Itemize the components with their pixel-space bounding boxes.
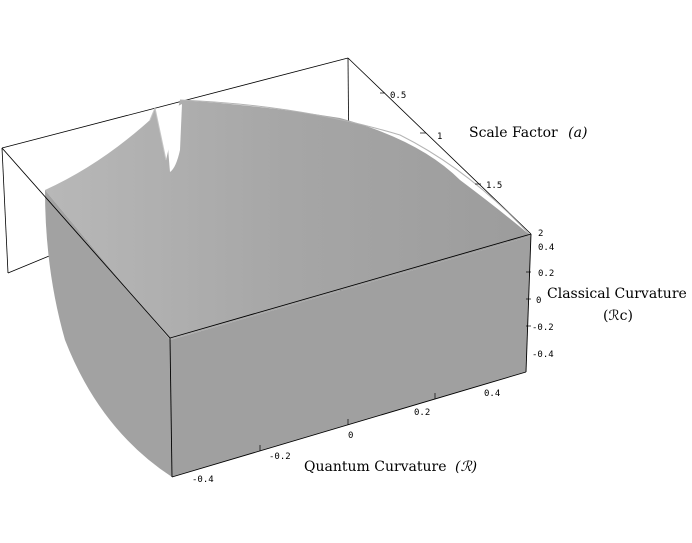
quantum-curvature-axis: -0.4 -0.2 0 0.2 0.4 Quantum Curvature (ℛ… xyxy=(192,389,500,485)
axis-tick-label: 2 xyxy=(538,229,543,239)
axis-tick-label: 0.4 xyxy=(538,243,554,253)
classical-curvature-axis: 0.4 0.2 0 -0.2 -0.4 Classical Curvature … xyxy=(526,243,687,360)
surface-ridge-right xyxy=(179,99,532,237)
axis-tick-label: 1 xyxy=(437,132,442,142)
axis-tick-label: -0.4 xyxy=(532,350,554,360)
scale-factor-axis-label: Scale Factor (a) xyxy=(469,125,587,141)
classical-curvature-axis-label: Classical Curvature xyxy=(547,286,687,302)
axis-tick-label: 0 xyxy=(348,431,353,441)
quantum-curvature-axis-label: Quantum Curvature (ℛ) xyxy=(304,459,477,475)
surface-ridge-left xyxy=(149,106,167,161)
bounding-box-front xyxy=(1,147,532,478)
surface-ridge-gap xyxy=(166,104,182,172)
surface-lower-wedge xyxy=(170,236,531,477)
axis-tick-label: 1.5 xyxy=(486,181,502,191)
surface-top-sheet xyxy=(45,100,531,340)
axis-tick-label: -0.2 xyxy=(269,452,291,462)
axis-tick-label: 0.2 xyxy=(538,269,554,279)
axis-label-text: Scale Factor xyxy=(469,125,558,141)
scale-factor-axis: 0.5 1 1.5 2 Scale Factor (a) xyxy=(380,91,587,239)
box-edge xyxy=(169,233,532,339)
axis-tick-label: 0.5 xyxy=(390,91,406,101)
axis-tick-label: -0.2 xyxy=(532,323,554,333)
box-edge xyxy=(171,371,527,478)
box-edge xyxy=(347,57,532,235)
box-edge xyxy=(1,147,9,274)
box-edge xyxy=(525,233,532,373)
surface xyxy=(45,99,532,477)
box-edge xyxy=(1,147,171,339)
axis-tick-label: 0.2 xyxy=(414,408,430,418)
axis-label-symbol: (a) xyxy=(568,125,587,141)
box-edge xyxy=(169,337,173,478)
axis-tick-label: -0.4 xyxy=(192,475,214,485)
axis-label-text: Quantum Curvature xyxy=(304,459,447,475)
classical-curvature-axis-symbol: (ℛc) xyxy=(603,308,633,324)
box-edge xyxy=(1,57,349,149)
axis-label-symbol: (ℛ) xyxy=(455,459,477,475)
surface-front-face xyxy=(45,190,172,477)
axis-tick-label: 0.4 xyxy=(484,389,500,399)
axis-tick-label: 0 xyxy=(536,296,541,306)
